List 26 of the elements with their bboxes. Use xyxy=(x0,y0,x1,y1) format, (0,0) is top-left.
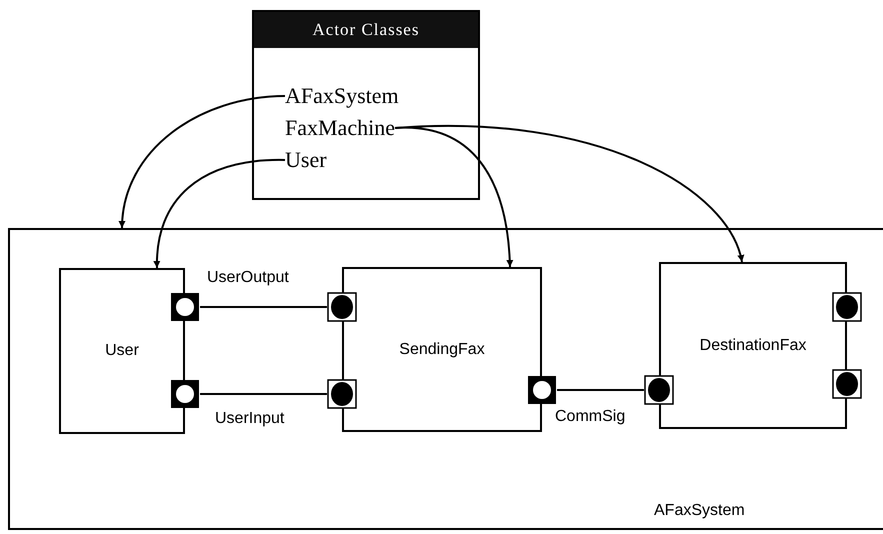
panel-header: Actor Classes xyxy=(254,12,478,48)
connector-line xyxy=(200,393,327,395)
class-name: FaxMachine xyxy=(285,114,395,142)
port-symbol xyxy=(527,375,557,405)
actor-label: DestinationFax xyxy=(700,336,806,354)
class-name: AFaxSystem xyxy=(285,82,399,110)
connector-line xyxy=(200,306,327,308)
port-symbol xyxy=(327,379,357,409)
actor-label: User xyxy=(105,342,139,360)
arrow xyxy=(394,124,744,262)
class-list-panel xyxy=(252,10,480,200)
connector-line xyxy=(557,389,644,391)
frame-label: AFaxSystem xyxy=(654,502,745,520)
edge-label: UserInput xyxy=(213,410,286,428)
arrow xyxy=(119,95,286,228)
port-symbol xyxy=(170,379,200,409)
port-symbol xyxy=(170,292,200,322)
edge-label: UserOutput xyxy=(205,269,291,287)
port-symbol xyxy=(832,369,862,399)
port-symbol xyxy=(832,292,862,322)
class-name: User xyxy=(285,146,327,174)
port-symbol xyxy=(644,375,674,405)
port-symbol xyxy=(327,292,357,322)
edge-label: CommSig xyxy=(553,408,628,426)
arrow xyxy=(154,159,286,268)
actor-label: SendingFax xyxy=(399,340,485,358)
